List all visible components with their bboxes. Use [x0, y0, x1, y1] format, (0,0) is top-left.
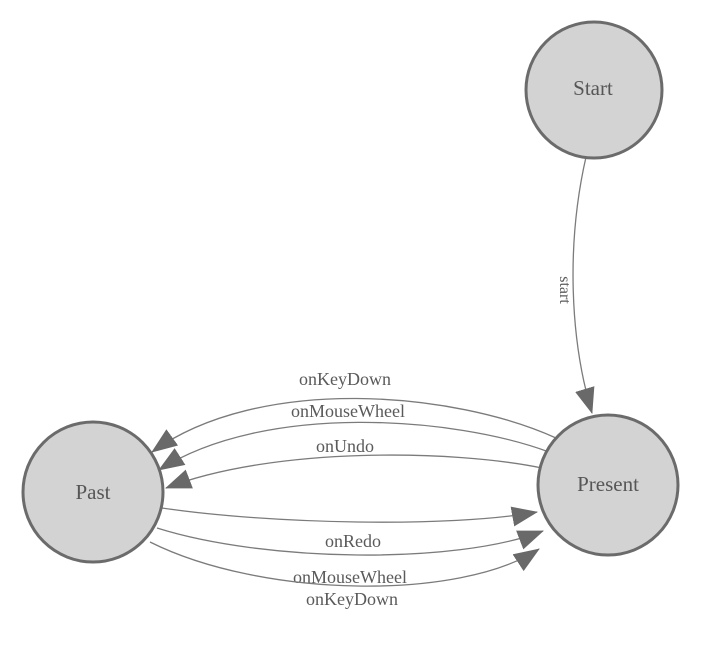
state-label-present: Present [577, 472, 639, 496]
transition-label-start: start [556, 276, 573, 304]
state-circle-past[interactable] [21, 420, 165, 564]
transition-label-onkeydown-to-present: onKeyDown [306, 589, 398, 609]
transition-past-to-present-redo[interactable]: onRedo [161, 506, 538, 554]
state-node-present[interactable]: Present [536, 413, 680, 557]
state-circle-present[interactable] [536, 413, 680, 557]
transition-line-onredo[interactable] [161, 506, 538, 527]
transition-present-to-past-keydown[interactable]: onKeyDown [151, 367, 557, 453]
transition-line-onmousewheel-to-past[interactable] [158, 421, 550, 471]
transition-line-onmousewheel-to-present[interactable] [156, 527, 544, 556]
transition-line-onundo[interactable] [165, 454, 543, 489]
transition-label-onmousewheel-to-past: onMouseWheel [291, 401, 405, 421]
transition-label-onundo: onUndo [316, 436, 374, 456]
state-circle-start[interactable] [524, 20, 664, 160]
state-label-past: Past [75, 480, 110, 504]
state-node-start[interactable]: Start [524, 20, 664, 160]
state-label-start: Start [573, 76, 613, 100]
transition-line-onkeydown-to-past[interactable] [151, 397, 557, 453]
transition-present-to-past-mousewheel[interactable]: onMouseWheel [158, 399, 550, 471]
state-node-past[interactable]: Past [21, 420, 165, 564]
transition-past-to-present-keydown[interactable]: onKeyDown [149, 541, 540, 612]
transition-start-to-present[interactable]: start [554, 156, 595, 414]
transition-line-start[interactable] [572, 156, 595, 414]
transition-present-to-past-undo[interactable]: onUndo [165, 434, 543, 489]
transition-label-onkeydown-to-past: onKeyDown [299, 369, 391, 389]
transition-line-onkeydown-to-present[interactable] [149, 541, 540, 587]
transition-label-onredo: onRedo [325, 531, 381, 551]
transition-label-onmousewheel-to-present: onMouseWheel [293, 567, 407, 587]
transition-past-to-present-mousewheel[interactable]: onMouseWheel [156, 527, 544, 590]
